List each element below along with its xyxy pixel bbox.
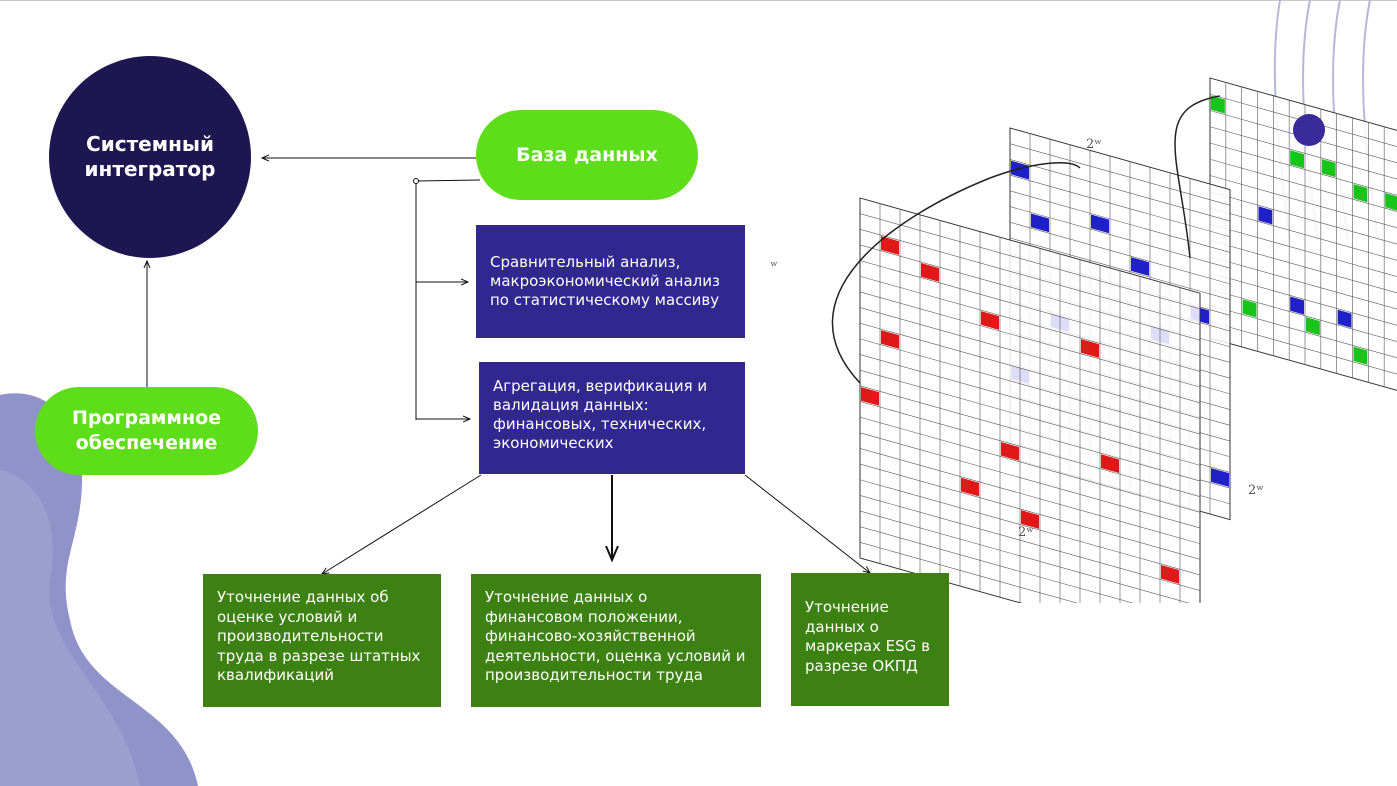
node-analysis: Сравнительный анализ, макроэкономический… bbox=[476, 225, 745, 338]
matrix-illustration: 2ʷ 2ʷ 2ʷ 2ʷ bbox=[770, 77, 1397, 603]
purple-dot bbox=[1293, 114, 1325, 146]
node-label: Программное обеспечение bbox=[71, 407, 222, 454]
illustration-label: 2ʷ bbox=[1248, 483, 1264, 498]
illustration-label: 2ʷ bbox=[1018, 525, 1034, 540]
node-label: Уточнение данных о финансовом положении,… bbox=[485, 588, 746, 684]
node-label: База данных bbox=[516, 143, 658, 166]
arc-arrow bbox=[1174, 95, 1221, 259]
node-refine-labor: Уточнение данных об оценке условий и про… bbox=[203, 574, 441, 707]
node-refine-finance: Уточнение данных о финансовом положении,… bbox=[471, 574, 761, 707]
node-system-integrator: Системный интегратор bbox=[49, 56, 251, 258]
node-label: Уточнение данных об оценке условий и про… bbox=[217, 588, 421, 684]
arc-arrow bbox=[831, 162, 1081, 384]
node-database: База данных bbox=[476, 110, 698, 200]
illustration-label: 2ʷ bbox=[770, 259, 778, 274]
node-software: Программное обеспечение bbox=[35, 387, 258, 475]
top-divider bbox=[0, 0, 1397, 1]
node-refine-esg: Уточнение данных о маркерах ESG в разрез… bbox=[791, 573, 949, 706]
node-label: Уточнение данных о маркерах ESG в разрез… bbox=[805, 598, 930, 675]
node-label: Системный интегратор bbox=[84, 132, 216, 181]
node-label: Агрегация, верификация и валидация данны… bbox=[493, 377, 708, 452]
node-label: Сравнительный анализ, макроэкономический… bbox=[490, 253, 720, 309]
node-aggregation: Агрегация, верификация и валидация данны… bbox=[479, 362, 745, 474]
illustration-label: 2ʷ bbox=[1086, 137, 1102, 152]
